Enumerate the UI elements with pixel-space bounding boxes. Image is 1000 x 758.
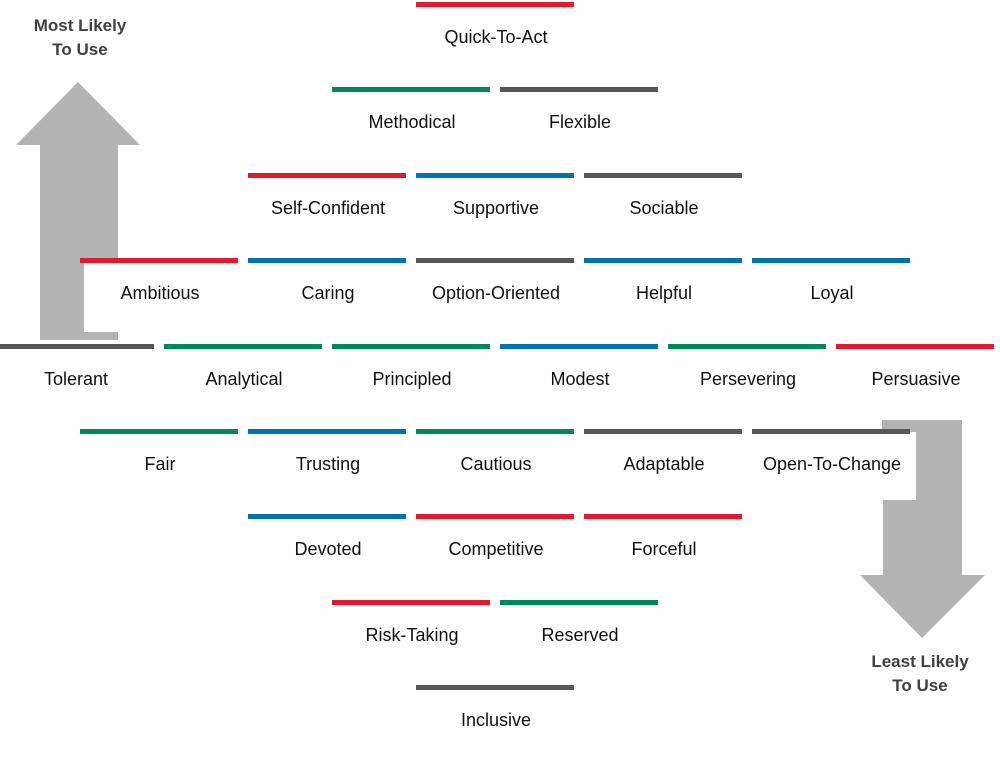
trait-bar: [500, 344, 658, 349]
trait-label: Persevering: [699, 369, 797, 389]
trait-bar: [80, 258, 238, 263]
trait-label: Open-To-Change: [762, 454, 902, 474]
trait-methodical: Methodical: [332, 87, 492, 147]
trait-bar: [248, 514, 406, 519]
trait-quick-to-act: Quick-To-Act: [416, 2, 576, 62]
trait-ambitious: Ambitious: [80, 258, 240, 318]
trait-persevering: Persevering: [668, 344, 828, 404]
trait-bar: [164, 344, 322, 349]
trait-label: Helpful: [635, 283, 693, 303]
trait-bar: [584, 429, 742, 434]
trait-bar: [416, 2, 574, 7]
trait-bar: [416, 429, 574, 434]
trait-flexible: Flexible: [500, 87, 660, 147]
trait-reserved: Reserved: [500, 600, 660, 660]
trait-label: Ambitious: [120, 283, 200, 303]
trait-sociable: Sociable: [584, 173, 744, 233]
least-likely-line1: Least Likely: [871, 652, 969, 671]
trait-bar: [248, 173, 406, 178]
trait-forceful: Forceful: [584, 514, 744, 574]
trait-label: Quick-To-Act: [444, 27, 548, 47]
trait-bar: [80, 429, 238, 434]
most-likely-line2: To Use: [52, 40, 108, 59]
trait-helpful: Helpful: [584, 258, 744, 318]
trait-bar: [752, 429, 910, 434]
trait-label: Self-Confident: [270, 198, 386, 218]
trait-open-to-change: Open-To-Change: [752, 429, 912, 489]
trait-tolerant: Tolerant: [0, 344, 156, 404]
trait-bar: [248, 258, 406, 263]
trait-bar: [0, 344, 154, 349]
trait-devoted: Devoted: [248, 514, 408, 574]
trait-label: Option-Oriented: [431, 283, 561, 303]
trait-label: Adaptable: [623, 454, 705, 474]
trait-label: Reserved: [541, 625, 619, 645]
trait-bar: [416, 173, 574, 178]
least-likely-line2: To Use: [892, 676, 948, 695]
trait-label: Cautious: [460, 454, 532, 474]
trait-bar: [584, 173, 742, 178]
trait-label: Trusting: [295, 454, 361, 474]
trait-modest: Modest: [500, 344, 660, 404]
trait-label: Inclusive: [460, 710, 532, 730]
down-arrow-icon: [860, 420, 985, 638]
trait-supportive: Supportive: [416, 173, 576, 233]
trait-bar: [248, 429, 406, 434]
trait-bar: [332, 344, 490, 349]
trait-adaptable: Adaptable: [584, 429, 744, 489]
trait-bar: [500, 87, 658, 92]
most-likely-line1: Most Likely: [33, 16, 127, 35]
trait-fair: Fair: [80, 429, 240, 489]
trait-label: Sociable: [629, 198, 699, 218]
trait-cautious: Cautious: [416, 429, 576, 489]
trait-bar: [752, 258, 910, 263]
trait-bar: [668, 344, 826, 349]
trait-persuasive: Persuasive: [836, 344, 996, 404]
trait-principled: Principled: [332, 344, 492, 404]
trait-label: Principled: [372, 369, 452, 389]
trait-bar: [416, 258, 574, 263]
trait-bar: [836, 344, 994, 349]
trait-competitive: Competitive: [416, 514, 576, 574]
least-likely-label: Least Likely To Use: [840, 650, 1000, 698]
trait-label: Fair: [144, 454, 176, 474]
trait-label: Competitive: [448, 539, 544, 559]
trait-caring: Caring: [248, 258, 408, 318]
trait-bar: [584, 258, 742, 263]
trait-loyal: Loyal: [752, 258, 912, 318]
trait-label: Modest: [550, 369, 610, 389]
trait-bar: [584, 514, 742, 519]
trait-label: Persuasive: [871, 369, 961, 389]
trait-risk-taking: Risk-Taking: [332, 600, 492, 660]
trait-label: Supportive: [452, 198, 540, 218]
trait-analytical: Analytical: [164, 344, 324, 404]
trait-label: Flexible: [548, 112, 612, 132]
trait-self-confident: Self-Confident: [248, 173, 408, 233]
trait-inclusive: Inclusive: [416, 685, 576, 745]
trait-bar: [416, 685, 574, 690]
trait-label: Analytical: [205, 369, 283, 389]
trait-option-oriented: Option-Oriented: [416, 258, 576, 318]
trait-bar: [332, 600, 490, 605]
trait-label: Caring: [301, 283, 355, 303]
trait-bar: [332, 87, 490, 92]
up-arrow-icon: [16, 82, 140, 340]
trait-bar: [500, 600, 658, 605]
trait-label: Methodical: [368, 112, 456, 132]
trait-label: Loyal: [810, 283, 854, 303]
trait-label: Devoted: [294, 539, 362, 559]
trait-label: Tolerant: [43, 369, 109, 389]
trait-bar: [416, 514, 574, 519]
trait-label: Forceful: [631, 539, 697, 559]
trait-trusting: Trusting: [248, 429, 408, 489]
most-likely-label: Most Likely To Use: [0, 14, 160, 62]
trait-label: Risk-Taking: [365, 625, 459, 645]
